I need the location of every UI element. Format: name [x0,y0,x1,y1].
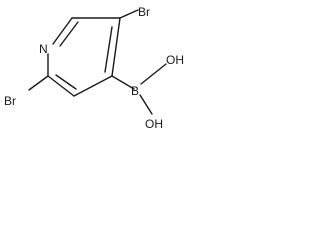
bond-c3-c4 [73,75,113,97]
bond-c2-br [28,75,49,91]
bond-b-oh-top [140,63,167,85]
ring-bonds [47,17,121,97]
bond-c2-c3 [47,75,75,97]
bond-b-oh-bottom [139,94,153,115]
atom-n1: N [39,42,48,56]
bond-c4-c5 [111,17,121,77]
atom-b: B [131,84,139,98]
bond-c6-n1 [52,17,73,45]
atom-br-left: Br [4,94,16,108]
atom-br-top: Br [138,5,150,19]
atom-labels: N Br Br B OH OH [4,5,184,131]
bond-c6-n1-inner [59,21,79,47]
atom-oh-top: OH [166,53,184,67]
bond-c4-b [111,75,135,90]
atom-oh-bottom: OH [145,117,163,131]
bond-c2-c3-inner [55,74,77,90]
bond-c5-br [119,9,139,19]
bond-c4-c5-inner [104,26,113,73]
substituent-bonds [28,9,167,115]
molecule-canvas: N Br Br B OH OH [0,0,206,138]
molecule-structure: N Br Br B OH OH [4,5,184,131]
